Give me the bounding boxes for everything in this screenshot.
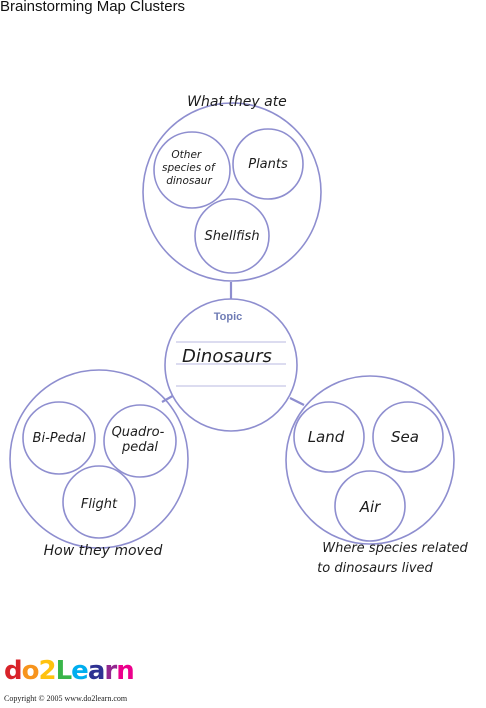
cluster-right-item-3: Air: [359, 498, 381, 516]
logo-letter: a: [87, 656, 106, 686]
cluster-left-caption: How they moved: [44, 543, 163, 559]
logo-letter: e: [71, 656, 89, 686]
cluster-top-circle-3: [194, 198, 270, 274]
connector-right: [289, 397, 305, 406]
cluster-top-item-1-line: species of: [162, 162, 217, 174]
cluster-top-caption: What they ate: [187, 94, 287, 110]
cluster-left-item-3: Flight: [81, 497, 118, 512]
topic-circle: [164, 298, 298, 432]
topic-label: Topic: [214, 311, 243, 323]
cluster-right-circle-2: [372, 401, 444, 473]
cluster-top-item-1: Other species of dinosaur: [162, 149, 218, 187]
cluster-top-item-3: Shellfish: [204, 229, 259, 244]
cluster-top-item-2: Plants: [248, 157, 288, 172]
cluster-left-item-2-line: Quadro-: [112, 425, 165, 440]
cluster-left-circle-2: [103, 404, 177, 478]
cluster-left: Bi-Pedal Quadro- pedal Flight How they m…: [9, 369, 189, 559]
cluster-right-item-2: Sea: [391, 428, 419, 446]
cluster-right-caption-line-1: Where species related: [322, 541, 468, 556]
cluster-left-circle-1: [22, 401, 96, 475]
cluster-right-caption-line-2: to dinosaurs lived: [317, 561, 433, 576]
logo-letter: r: [104, 656, 117, 686]
do2learn-logo[interactable]: do2Learn: [4, 656, 135, 686]
topic-text: Dinosaurs: [182, 346, 272, 367]
cluster-left-item-2: Quadro- pedal: [112, 425, 169, 455]
logo-letter: L: [55, 656, 73, 686]
cluster-right-circle-3: [334, 470, 406, 542]
logo-letter: n: [116, 656, 134, 686]
cluster-left-item-2-line: pedal: [121, 440, 158, 455]
cluster-right: Land Sea Air Where species related to di…: [285, 375, 469, 576]
cluster-top-item-1-line: dinosaur: [166, 175, 212, 187]
copyright-text: Copyright © 2005 www.do2learn.com: [4, 694, 128, 703]
cluster-right-item-1: Land: [308, 428, 345, 446]
cluster-right-circle-1: [293, 401, 365, 473]
page-title: Brainstorming Map Clusters: [0, 0, 186, 15]
logo-letter: o: [21, 656, 40, 686]
cluster-left-item-1: Bi-Pedal: [33, 431, 86, 446]
cluster-top: What they ate: [142, 94, 322, 282]
cluster-top-item-1-line: Other: [171, 149, 201, 161]
cluster-left-outer-circle: [9, 369, 189, 549]
cluster-top-circle-2: [232, 128, 304, 200]
cluster-left-circle-3: [62, 465, 136, 539]
logo-letter: d: [4, 656, 23, 686]
cluster-right-outer-circle: [285, 375, 455, 545]
topic-node: Topic Dinosaurs: [164, 298, 298, 432]
logo-letter: 2: [38, 656, 57, 686]
cluster-top-circle-1: [153, 131, 231, 209]
cluster-top-outer-circle: [142, 102, 322, 282]
